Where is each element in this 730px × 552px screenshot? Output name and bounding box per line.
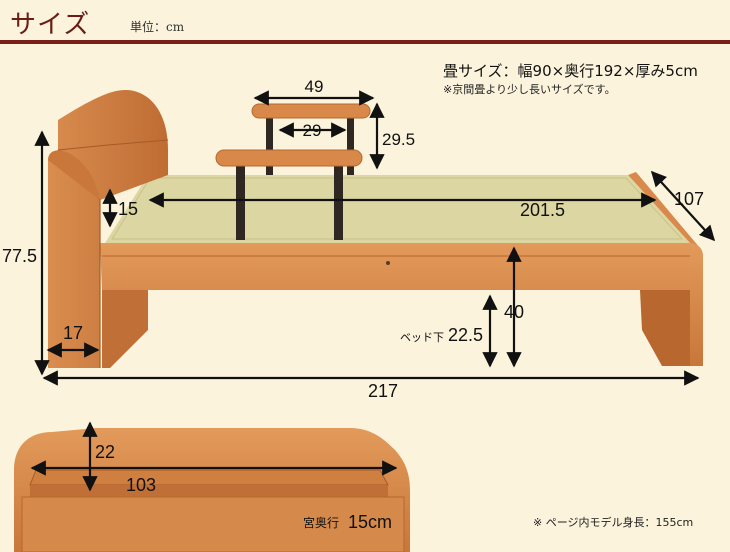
tatami-surface [105,175,690,243]
label-headboard-step: 15 [118,199,138,219]
rail-bar-front [215,149,363,167]
label-shelf-height: 22 [95,442,115,462]
label-headboard-thickness: 17 [63,323,83,343]
bed-leg-front [640,290,690,366]
unit-label: 単位：cm [130,20,185,34]
label-shelf-depth: 15cm [348,512,392,532]
label-shelf-depth-caption: 宮奥行 [303,515,339,530]
rail-post-back-left [266,115,273,175]
dimension-labels: 49 29 29.5 15 201.5 107 77.5 17 ベッド下 22.… [2,77,704,401]
label-rail-width: 49 [305,77,324,96]
tatami-spec: 畳サイズ：幅90×奥行192×厚み5cm [443,62,698,80]
label-total-length: 217 [368,381,398,401]
title-rule [0,40,730,44]
label-underbed-caption: ベッド下 [400,332,444,344]
label-underbed: 22.5 [448,325,483,345]
rail-post-back-right [347,115,354,175]
bed-illustration [48,90,703,368]
model-height-note: ※ ページ内モデル身長：155cm [533,516,694,529]
side-rail [100,243,703,366]
label-frame-height: 40 [504,302,524,322]
bed-leg-back [102,290,148,368]
label-tatami-length: 201.5 [520,200,565,220]
dim-line-width [650,170,716,242]
label-width: 107 [674,189,704,209]
label-rail-height: 29.5 [382,130,415,149]
label-total-height: 77.5 [2,246,37,266]
rail-bar-back [251,103,371,119]
tatami-note: ※京間畳より少し長いサイズです。 [443,83,616,96]
page-title: サイズ [10,10,91,40]
label-rail-inner: 29 [303,121,322,140]
shelf-detail [14,428,410,552]
label-shelf-width: 103 [126,475,156,495]
